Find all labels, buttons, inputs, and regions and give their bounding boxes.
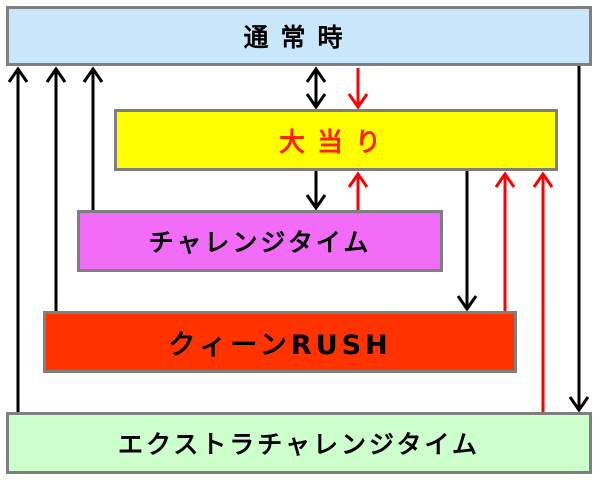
state-queen-rush-label: クィーンRUSH [168,329,392,361]
state-normal-label: 通常時 [243,23,355,52]
arrow-normal-to-bonus-red [347,68,369,110]
arrow-bonus-to-challenge [305,171,327,211]
arrow-queen-to-normal [45,66,67,311]
arrow-bonus-to-queen [456,171,478,312]
state-big-bonus-label: 大当り [278,127,393,158]
state-challenge-time-label: チャレンジタイム [148,228,372,257]
state-challenge-time: チャレンジタイム [77,210,443,272]
state-normal: 通常時 [6,6,592,66]
arrow-queen-to-bonus-red [494,171,516,311]
arrow-challenge-to-normal [82,66,104,210]
arrow-extra-to-normal [7,66,29,412]
state-extra-challenge-time: エクストラチャレンジタイム [6,412,592,474]
state-queen-rush: クィーンRUSH [43,311,517,373]
state-extra-challenge-time-label: エクストラチャレンジタイム [117,430,480,459]
arrow-extra-to-bonus-red [532,171,554,412]
arrow-normal-to-extra [568,66,590,413]
arrow-normal-bonus-double [305,66,327,110]
state-big-bonus: 大当り [114,109,558,171]
arrow-challenge-to-bonus-red [347,171,369,210]
